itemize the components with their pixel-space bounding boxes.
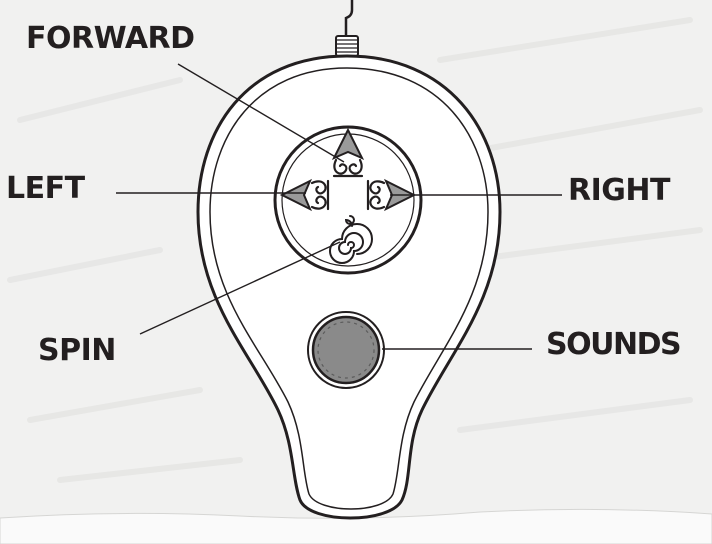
round-button-icon (313, 317, 379, 383)
sounds-label: SOUNDS (546, 330, 680, 360)
spin-label: SPIN (38, 336, 116, 366)
cord (336, 0, 358, 56)
sounds-button[interactable] (308, 312, 384, 388)
left-label: LEFT (6, 174, 85, 204)
right-label: RIGHT (568, 176, 670, 206)
forward-label: FORWARD (26, 24, 195, 54)
